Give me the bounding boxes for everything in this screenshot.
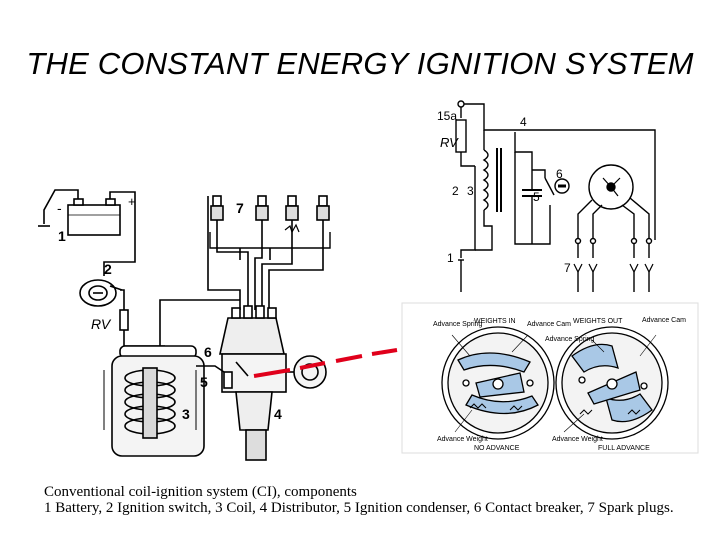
right-cam-label: Advance Cam xyxy=(642,317,686,324)
label-3-right: 3 xyxy=(467,184,474,198)
distributor-icon xyxy=(219,305,327,461)
coil-windings-icon xyxy=(482,149,489,211)
left-schematic xyxy=(38,189,331,461)
right-spring-label: Advance Spring xyxy=(545,336,595,343)
label-4-right: 4 xyxy=(520,115,527,129)
full-advance-caption: FULL ADVANCE xyxy=(598,445,650,452)
label-plugs: 7 xyxy=(236,200,244,216)
label-rv-left: RV xyxy=(91,316,112,332)
label-battery: 1 xyxy=(58,228,66,244)
label-condenser: 5 xyxy=(200,374,208,390)
label-plus: + xyxy=(128,194,136,209)
battery-icon xyxy=(67,198,121,236)
figure-caption: Conventional coil-ignition system (CI), … xyxy=(44,484,704,516)
caption-line-1: Conventional coil-ignition system (CI), … xyxy=(44,484,357,500)
ignition-coil-icon xyxy=(103,345,205,457)
left-spring-label-text: Advance Spring xyxy=(433,321,483,328)
left-labels: 7 - + 1 2 RV 6 5 3 4 xyxy=(57,194,282,422)
right-labels: 15a RV 4 6 2 3 5 1 7 xyxy=(437,109,571,275)
right-schematic xyxy=(455,100,656,292)
label-rv-right: RV xyxy=(440,135,459,150)
spark-plugs xyxy=(209,195,331,260)
no-advance-caption: NO ADVANCE xyxy=(474,445,520,452)
weights-in-disk xyxy=(441,326,555,440)
advance-mechanism: WEIGHTS IN WEIGHTS OUT Advance Spring Ad… xyxy=(401,302,699,454)
ignition-switch-icon xyxy=(79,279,123,307)
label-2-right: 2 xyxy=(452,184,459,198)
label-15a: 15a xyxy=(437,109,457,123)
left-cam-label: Advance Cam xyxy=(527,321,571,328)
left-weight-label: Advance Weight xyxy=(437,436,488,443)
leader-lines xyxy=(451,334,657,433)
label-6-right: 6 xyxy=(556,167,563,181)
right-weight-label: Advance Weight xyxy=(552,436,603,443)
label-1-right: 1 xyxy=(447,251,454,265)
label-coil: 3 xyxy=(182,406,190,422)
caption-line-2: 1 Battery, 2 Ignition switch, 3 Coil, 4 … xyxy=(44,500,674,516)
label-minus: - xyxy=(57,200,62,216)
left-spring-label: Advance Spring xyxy=(433,321,483,328)
breaker-contact-icon xyxy=(544,177,555,196)
weights-out-disk xyxy=(555,326,669,440)
weights-out-heading: WEIGHTS OUT xyxy=(573,318,623,325)
ballast-resistor-icon xyxy=(119,309,129,331)
page-title: THE CONSTANT ENERGY IGNITION SYSTEM xyxy=(26,46,694,81)
label-5-right: 5 xyxy=(533,190,540,204)
weights-in-heading: WEIGHTS IN xyxy=(474,318,516,325)
label-breaker: 6 xyxy=(204,344,212,360)
label-7-right: 7 xyxy=(564,261,571,275)
label-distributor: 4 xyxy=(274,406,282,422)
label-switch: 2 xyxy=(104,261,112,277)
